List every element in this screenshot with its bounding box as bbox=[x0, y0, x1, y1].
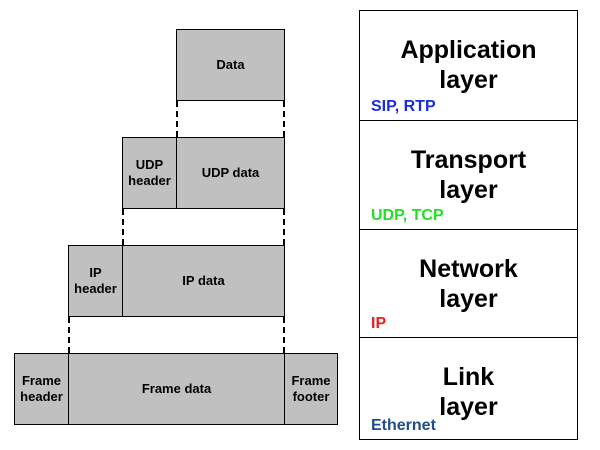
frame-header-box: Frame header bbox=[14, 353, 68, 425]
layer-protocols: UDP, TCP bbox=[371, 207, 444, 224]
dashed-connector bbox=[122, 209, 124, 245]
layer-table: Application layer SIP, RTP Transport lay… bbox=[359, 10, 578, 440]
layer-title: Network layer bbox=[419, 255, 518, 313]
udp-data-box: UDP data bbox=[176, 137, 285, 209]
transport-layer: Transport layer UDP, TCP bbox=[360, 120, 577, 229]
application-layer: Application layer SIP, RTP bbox=[360, 11, 577, 120]
frame-data-box: Frame data bbox=[68, 353, 285, 425]
dashed-connector bbox=[68, 317, 70, 353]
layer-title: Transport layer bbox=[410, 146, 527, 204]
layer-protocols: Ethernet bbox=[371, 417, 436, 434]
layer-title: Application layer bbox=[400, 36, 537, 94]
layer-protocols: SIP, RTP bbox=[371, 98, 436, 115]
ip-data-box: IP data bbox=[122, 245, 285, 317]
network-layer: Network layer IP bbox=[360, 229, 577, 337]
dashed-connector bbox=[283, 101, 285, 137]
link-layer: Link layer Ethernet bbox=[360, 337, 577, 439]
udp-header-box: UDP header bbox=[122, 137, 176, 209]
dashed-connector bbox=[176, 101, 178, 137]
dashed-connector bbox=[283, 209, 285, 245]
data-box: Data bbox=[176, 29, 285, 101]
layer-protocols: IP bbox=[371, 315, 387, 332]
ip-header-box: IP header bbox=[68, 245, 122, 317]
layer-title: Link layer bbox=[439, 363, 498, 421]
dashed-connector bbox=[283, 317, 285, 353]
frame-footer-box: Frame footer bbox=[285, 353, 338, 425]
